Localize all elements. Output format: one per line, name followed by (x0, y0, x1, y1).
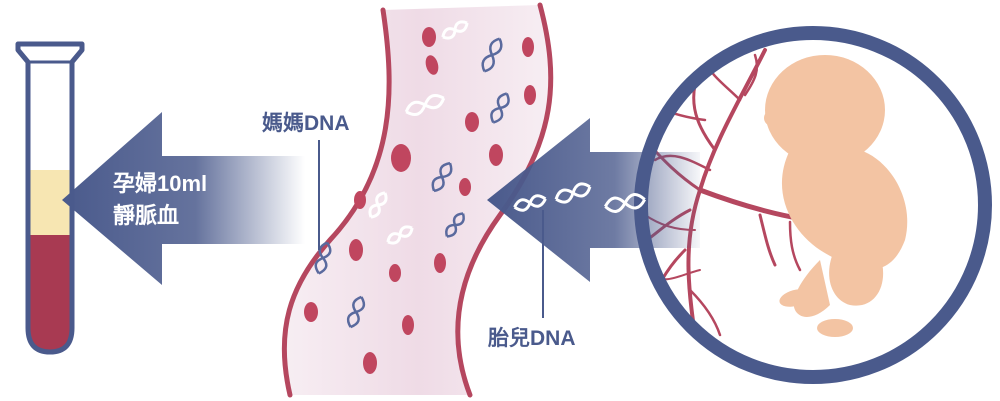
red-blood-cells (304, 27, 536, 374)
dna-helixes-white (368, 20, 469, 245)
arrow-fetal-dna (487, 118, 700, 282)
dna-helixes-blue (314, 37, 510, 329)
test-tube (15, 41, 85, 355)
blood-draw-line2: 靜脈血 (113, 203, 180, 228)
fetus-illustration (764, 55, 908, 337)
blood-draw-label: 孕婦10ml 靜脈血 (113, 168, 207, 232)
fetal-dna-helixes (513, 182, 647, 213)
blood-layer (28, 235, 72, 350)
plasma-layer (28, 170, 72, 235)
tube-outline (15, 41, 85, 355)
maternal-dna-label: 媽媽DNA (262, 112, 350, 135)
leader-lines (318, 140, 544, 318)
fetal-dna-label: 胎兒DNA (488, 327, 576, 350)
blood-draw-line1: 孕婦10ml (113, 171, 208, 196)
arrow-to-tube (62, 112, 305, 285)
blood-vessel (281, 2, 554, 398)
